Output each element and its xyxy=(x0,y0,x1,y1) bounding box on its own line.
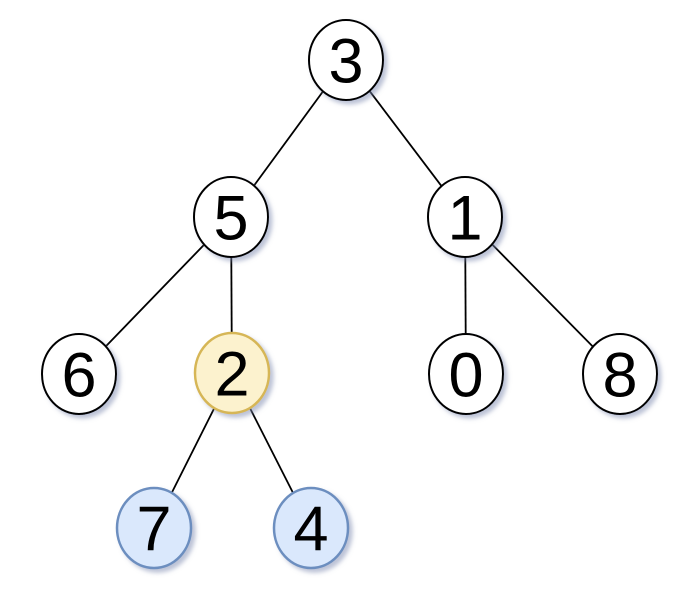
node-circle-4 xyxy=(272,486,350,570)
node-circle-6 xyxy=(41,333,117,415)
node-label-2: 2 xyxy=(214,339,249,409)
node-circle-5 xyxy=(193,176,269,258)
node-label-6: 6 xyxy=(61,340,96,410)
tree-node-1: 1 xyxy=(427,176,503,258)
node-label-8: 8 xyxy=(602,340,637,410)
edge-3-5 xyxy=(253,90,324,187)
node-circle-0 xyxy=(428,333,504,415)
tree-node-5: 5 xyxy=(193,176,269,258)
edge-1-8 xyxy=(491,243,594,348)
node-circle-3 xyxy=(308,19,384,101)
tree-node-3: 3 xyxy=(308,19,384,101)
node-circle-7 xyxy=(115,486,193,570)
edge-2-4 xyxy=(249,407,294,494)
edge-5-6 xyxy=(105,243,205,348)
tree-node-2: 2 xyxy=(193,331,271,415)
node-circle-1 xyxy=(427,176,503,258)
tree-node-7: 7 xyxy=(115,486,193,570)
edge-3-1 xyxy=(368,90,443,187)
tree-node-6: 6 xyxy=(41,333,117,415)
node-label-1: 1 xyxy=(447,183,482,253)
tree-node-8: 8 xyxy=(582,333,658,415)
node-label-5: 5 xyxy=(213,183,248,253)
node-circle-8 xyxy=(582,333,658,415)
node-label-4: 4 xyxy=(293,494,328,564)
tree-node-0: 0 xyxy=(428,333,504,415)
node-label-0: 0 xyxy=(448,340,483,410)
tree-node-4: 4 xyxy=(272,486,350,570)
node-label-7: 7 xyxy=(136,494,171,564)
node-circle-2 xyxy=(193,331,271,415)
edge-2-7 xyxy=(170,407,216,494)
node-label-3: 3 xyxy=(328,26,363,96)
